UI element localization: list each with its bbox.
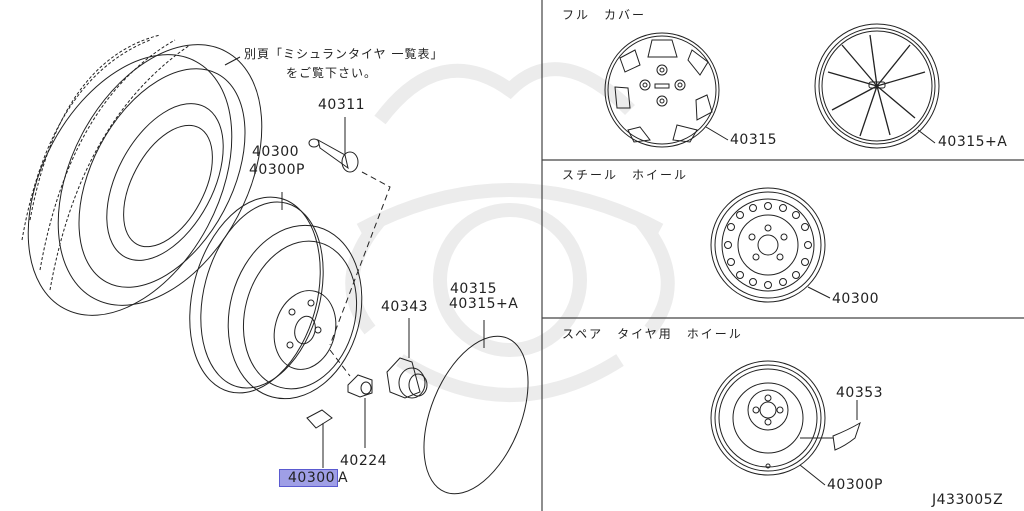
- balance-weight-drawing: [306, 409, 333, 468]
- part-label-40311[interactable]: 40311: [318, 97, 366, 113]
- part-label-40300p[interactable]: 40300P: [249, 162, 305, 178]
- part-label-40300p-spare[interactable]: 40300P: [827, 477, 883, 493]
- section-title-spare-wheel: スペア タイヤ用 ホイール: [562, 327, 743, 341]
- section-title-full-cover: フル カバー: [562, 8, 647, 22]
- tire-reference-note-line2: をご覧下さい。: [286, 66, 378, 80]
- wheel-cover-disc-drawing: [423, 320, 529, 495]
- part-label-40300[interactable]: 40300: [252, 144, 300, 160]
- tire-reference-note-line1: 別頁「ミシュランタイヤ 一覧表」: [244, 47, 444, 61]
- part-label-40315-cover[interactable]: 40315: [730, 132, 778, 148]
- steel-wheel-drawing: [710, 187, 831, 303]
- wheel-drawing: [189, 192, 363, 400]
- part-suffix: A: [338, 470, 349, 486]
- highlighted-part-number[interactable]: 40300: [279, 469, 339, 487]
- part-label-40300-steel[interactable]: 40300: [832, 291, 880, 307]
- full-cover-40315a-drawing: [814, 23, 940, 149]
- center-cap-drawing: [386, 318, 428, 399]
- tire-drawing: [21, 34, 263, 316]
- part-label-40224[interactable]: 40224: [340, 453, 388, 469]
- part-label-40315a-cover[interactable]: 40315+A: [938, 134, 1008, 150]
- part-label-40315[interactable]: 40315: [450, 281, 498, 297]
- full-cover-40315-drawing: [604, 32, 729, 148]
- part-label-40343[interactable]: 40343: [381, 299, 429, 315]
- part-label-40353[interactable]: 40353: [836, 385, 884, 401]
- spare-wheel-drawing: [710, 360, 861, 486]
- valve-drawing: [308, 117, 391, 346]
- vent-holes: [724, 202, 812, 289]
- part-label-40315a[interactable]: 40315+A: [449, 296, 519, 312]
- section-title-steel-wheel: スチール ホイール: [562, 168, 689, 182]
- nut-drawing: [329, 349, 373, 448]
- section-dividers: [541, 0, 1024, 511]
- watermark-emblem: [345, 62, 675, 402]
- diagram-id-code: J433005Z: [932, 492, 1004, 508]
